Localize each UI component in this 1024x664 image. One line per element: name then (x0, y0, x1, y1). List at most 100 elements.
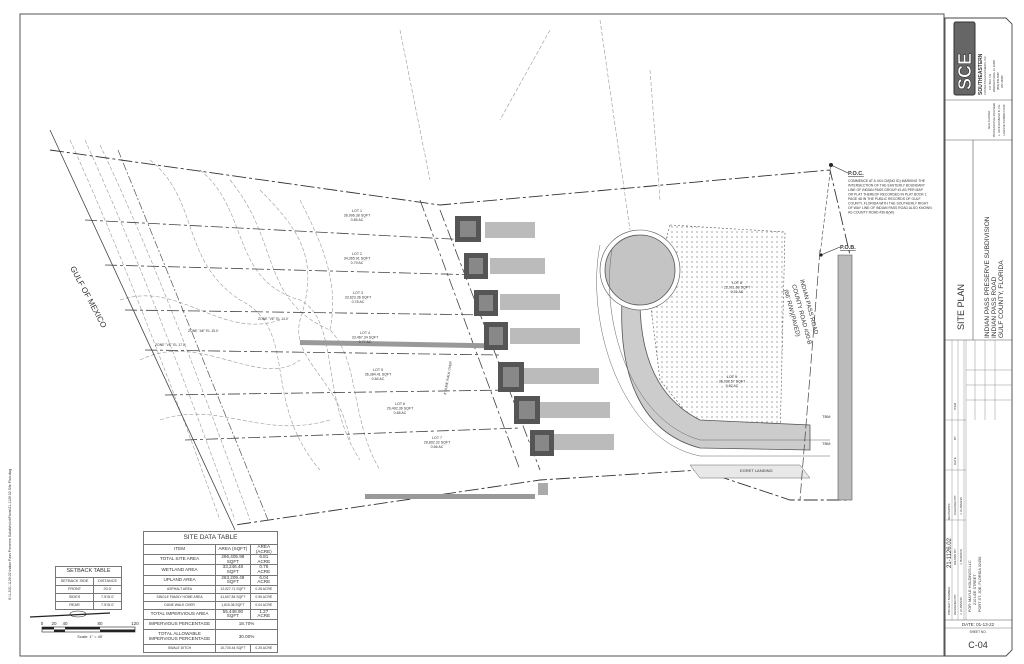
svg-text:AS COUNTY ROAD #30-B(W): AS COUNTY ROAD #30-B(W) (848, 211, 894, 215)
svg-text:INDIAN PASS ROAD: INDIAN PASS ROAD (991, 276, 998, 338)
svg-text:INDIAN PASS PRESERVE SUBDIVISI: INDIAN PASS PRESERVE SUBDIVISION (984, 216, 991, 338)
file-path-text: S:\1-J\21-1126.02 Indian Pass Preserve S… (8, 469, 12, 600)
svg-text:SOUTHEASTERN: SOUTHEASTERN (978, 53, 984, 95)
svg-text:LOT 6: LOT 6 (395, 402, 405, 406)
svg-text:0.84 AC: 0.84 AC (372, 377, 385, 381)
house-lot-3 (474, 290, 560, 316)
table-title: SITE DATA TABLE (143, 531, 278, 545)
house-lot-4 (484, 322, 580, 350)
shoreline (49, 129, 236, 531)
svg-text:0.66 AC: 0.66 AC (431, 445, 444, 449)
svg-text:28,892.32 SQFT: 28,892.32 SQFT (424, 441, 451, 445)
svg-text:0: 0 (41, 621, 44, 626)
svg-text:PROFESSIONAL ENGINEER: PROFESSIONAL ENGINEER (992, 103, 996, 137)
scale-bar: 0 20 40 80 120 Scale: 1" = 40' (29, 610, 139, 639)
svg-text:LOT 4: LOT 4 (360, 331, 370, 335)
svg-text:40: 40 (62, 621, 68, 626)
lot-lines (84, 199, 541, 471)
svg-text:LOT 3: LOT 3 (353, 291, 363, 295)
svg-text:OF WAY LINE OF INDIAN PASS ROA: OF WAY LINE OF INDIAN PASS ROAD ALSO KNO… (848, 206, 932, 210)
svg-text:J. BARROS: J. BARROS (959, 549, 963, 565)
svg-text:0.82 AC: 0.82 AC (726, 384, 739, 388)
svg-text:22,911.68 SQFT: 22,911.68 SQFT (724, 286, 751, 290)
svg-text:33,467.34 SQFT: 33,467.34 SQFT (352, 336, 379, 340)
svg-text:Scale: 1" = 40': Scale: 1" = 40' (77, 634, 103, 639)
svg-text:0.51 AC: 0.51 AC (731, 290, 744, 294)
svg-text:LOT 9: LOT 9 (727, 375, 737, 379)
svg-text:CHECKED BY:: CHECKED BY: (953, 495, 957, 515)
engineer-seal: SEAL FLORIDA PROFESSIONAL ENGINEER L. JA… (987, 103, 1006, 137)
svg-text:LOT 2: LOT 2 (352, 252, 362, 256)
houses (455, 216, 614, 456)
svg-text:PROJECT NUMBER:: PROJECT NUMBER: (947, 586, 951, 615)
svg-text:DRAWN BY:: DRAWN BY: (953, 548, 957, 565)
header-sqft: AREA (SQFT) (215, 543, 251, 556)
svg-text:COUNTY, FLORIDA WITH THE SOUTH: COUNTY, FLORIDA WITH THE SOUTHERLY RIGHT (848, 202, 928, 206)
dune-line (117, 149, 269, 521)
sheet-number: C-04 (968, 640, 988, 650)
svg-text:OR PLAT THEREOF RECORDED IN PL: OR PLAT THEREOF RECORDED IN PLAT BOOK 1 (848, 193, 927, 197)
svg-text:L. JACK HUSBAND III, P.E.: L. JACK HUSBAND III, P.E. (997, 104, 1001, 136)
tbm-label-2: TBM (822, 441, 830, 446)
svg-text:CONSULTING ENGINEERS, INC.: CONSULTING ENGINEERS, INC. (983, 55, 987, 95)
project-title: INDIAN PASS PRESERVE SUBDIVISION INDIAN … (984, 216, 1005, 338)
contour-lines (69, 19, 661, 521)
svg-text:J. HUSBAND: J. HUSBAND (959, 596, 963, 615)
svg-text:80: 80 (97, 621, 103, 626)
svg-text:INTERSECTION OF THE EASTERLY B: INTERSECTION OF THE EASTERLY BOUNDARY (848, 184, 926, 188)
svg-text:GULF COUNTY, FLORIDA: GULF COUNTY, FLORIDA (998, 260, 1005, 338)
svg-text:210 LEE STREET: 210 LEE STREET (973, 574, 977, 605)
header-distance: DISTANCE (93, 577, 122, 586)
svg-text:0.78 AC: 0.78 AC (352, 300, 365, 304)
gulf-of-mexico-label: GULF OF MEXICO (68, 265, 108, 330)
svg-text:P.O. BOX 741: P.O. BOX 741 (988, 73, 992, 90)
svg-text:ZONE "AE" EL 15.0': ZONE "AE" EL 15.0' (188, 329, 219, 333)
svg-text:DATE: DATE (953, 457, 957, 465)
house-lot-2 (464, 253, 545, 279)
title-block: SCE SOUTHEASTERN CONSULTING ENGINEERS, I… (944, 17, 1013, 657)
svg-text:BY: BY (953, 436, 957, 440)
svg-text:(850) 639-5960: (850) 639-5960 (996, 72, 1000, 90)
egret-landing-road (596, 229, 830, 479)
svg-text:ZONE "VE" EL 14.0': ZONE "VE" EL 14.0' (258, 317, 289, 321)
svg-text:SCE: SCE (955, 53, 975, 90)
svg-text:J. HUSBAND: J. HUSBAND (959, 496, 963, 515)
svg-text:0.77 AC: 0.77 AC (359, 340, 372, 344)
egret-landing-label: EGRET LANDING (740, 468, 773, 473)
svg-text:0.79 AC: 0.79 AC (351, 261, 364, 265)
svg-text:LOT 7: LOT 7 (432, 436, 442, 440)
svg-text:36,038.57 SQFT: 36,038.57 SQFT (719, 380, 746, 384)
date-text: DATE: 01-13-22 (962, 622, 995, 627)
svg-text:ZONE "VE" EL 17.0': ZONE "VE" EL 17.0' (155, 343, 186, 347)
svg-text:20: 20 (51, 621, 57, 626)
svg-text:LICENSE NUMBER 57169: LICENSE NUMBER 57169 (1002, 104, 1006, 136)
sce-logo (953, 21, 976, 96)
house-lot-1 (455, 216, 535, 242)
svg-text:LOT 1: LOT 1 (352, 209, 362, 213)
house-lot-7 (530, 430, 614, 456)
svg-text:120: 120 (131, 621, 139, 626)
house-lot-6 (514, 396, 610, 424)
header-acre: AREA (ACRE) (249, 543, 279, 556)
sheet-no-label: SHEET NO. (969, 630, 986, 634)
svg-text:PORT ST. JOE, FLORIDA 32456: PORT ST. JOE, FLORIDA 32456 (978, 557, 982, 612)
svg-text:DESIGNED BY:: DESIGNED BY: (953, 594, 957, 615)
project-info: PROJECT NUMBER: 21-1126.02 REVISIONS: DE… (947, 402, 982, 615)
dune-walkovers (299, 340, 548, 499)
